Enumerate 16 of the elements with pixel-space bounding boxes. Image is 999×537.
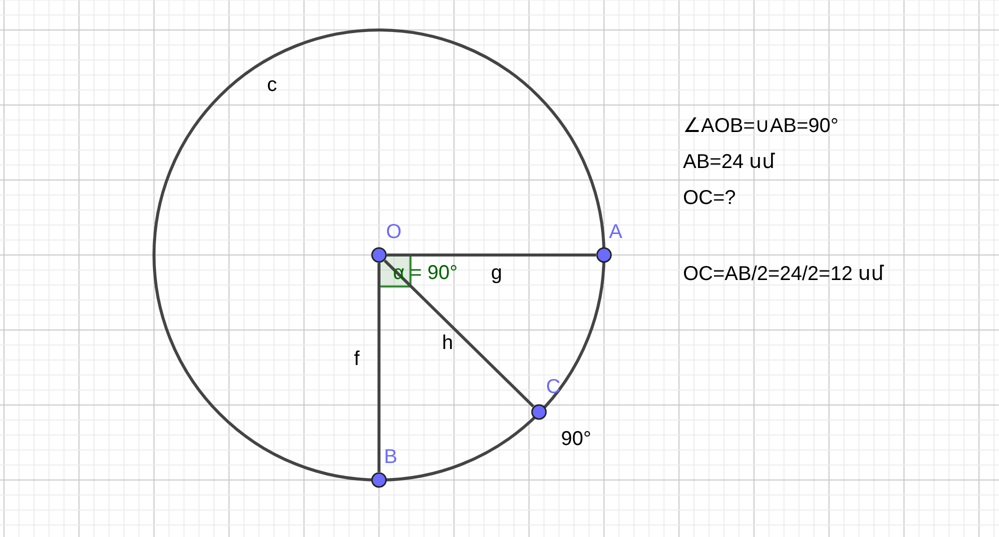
segment-name: g (491, 262, 502, 284)
note-text: AB=24 սմ (683, 151, 776, 173)
point-name: A (609, 221, 622, 243)
point-name: C (546, 376, 560, 398)
point-name: O (386, 221, 402, 243)
point-name: B (384, 446, 398, 468)
line-segment (378, 263, 380, 472)
note-text: OC=? (683, 187, 736, 209)
note-text: ∠AOB=∪AB=90° (683, 115, 839, 137)
arc-label: 90° (561, 428, 592, 450)
line-segment (387, 254, 596, 256)
segment-name: f (354, 348, 360, 370)
segment-name: h (442, 332, 454, 354)
line-segment (384, 260, 534, 408)
note-text: OC=AB/2=24/2=12 սմ (683, 263, 884, 285)
circle-name: c (267, 74, 277, 96)
